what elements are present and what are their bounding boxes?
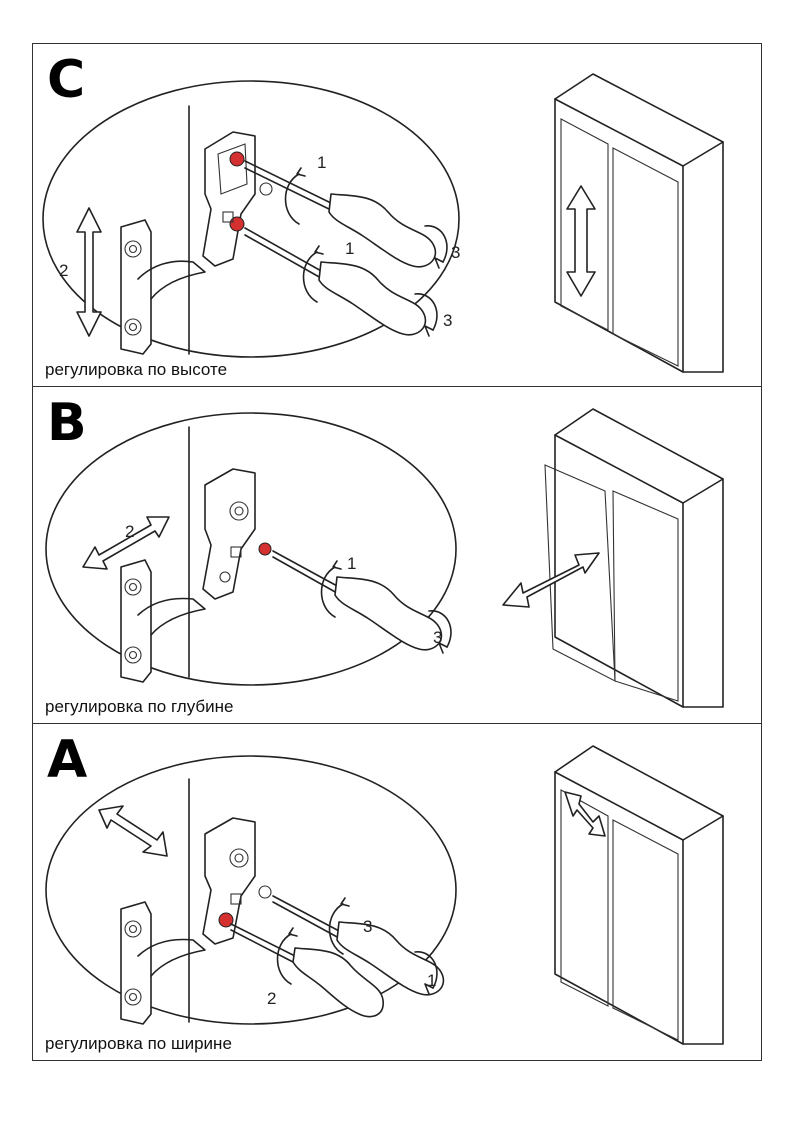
double-arrow-icon (98, 805, 168, 857)
label-c-bottom-screw: 1 (345, 239, 354, 258)
label-c-top-screw: 1 (317, 153, 326, 172)
section-letter-c: C (47, 50, 86, 110)
wardrobe-icon (554, 73, 724, 373)
hinge-icon (120, 131, 273, 355)
hinge-icon (120, 817, 272, 1025)
label-c-arrow: 2 (59, 261, 68, 280)
section-letter-a: A (47, 730, 88, 790)
section-b-illustration: 2 1 3 (45, 408, 724, 708)
screwdriver-icon (272, 895, 445, 996)
section-a-illustration: 3 1 2 (45, 745, 724, 1045)
caption-depth-adjustment: регулировка по глубине (45, 697, 234, 716)
label-b-arrow: 2 (125, 522, 134, 541)
label-a-right-screw: 1 (427, 971, 436, 990)
screwdriver-icon (272, 550, 452, 654)
label-b-screw: 1 (347, 554, 356, 573)
section-b-depth: 2 1 3 B регулировка по глубине (33, 386, 761, 723)
screwdriver-icon (244, 160, 448, 269)
instruction-sheet: 2 1 3 1 3 C регулировка по высоте (32, 43, 762, 1061)
screwdriver-icon (244, 227, 438, 337)
caption-height-adjustment: регулировка по высоте (45, 360, 228, 379)
section-c-illustration: 2 1 3 1 3 (42, 73, 724, 373)
label-a-left-screw: 2 (267, 989, 276, 1008)
section-c-height: 2 1 3 1 3 C регулировка по высоте (33, 44, 761, 386)
label-c-top-turn: 3 (451, 243, 460, 262)
wardrobe-icon (502, 408, 724, 708)
zoom-ellipse (45, 412, 457, 686)
double-arrow-icon (76, 207, 102, 337)
caption-width-adjustment: регулировка по ширине (45, 1034, 232, 1053)
label-c-bottom-turn: 3 (443, 311, 452, 330)
zoom-ellipse (45, 755, 457, 1025)
section-letter-b: B (47, 393, 87, 453)
label-b-turn: 3 (433, 628, 442, 647)
screwdriver-icon (230, 923, 384, 1018)
label-a-right-turn: 3 (363, 917, 372, 936)
section-a-width: 3 1 2 A регулировка по ширине (33, 723, 761, 1060)
hinge-icon (120, 468, 272, 683)
zoom-ellipse (42, 80, 460, 358)
wardrobe-icon (554, 745, 724, 1045)
double-arrow-icon (82, 516, 170, 570)
